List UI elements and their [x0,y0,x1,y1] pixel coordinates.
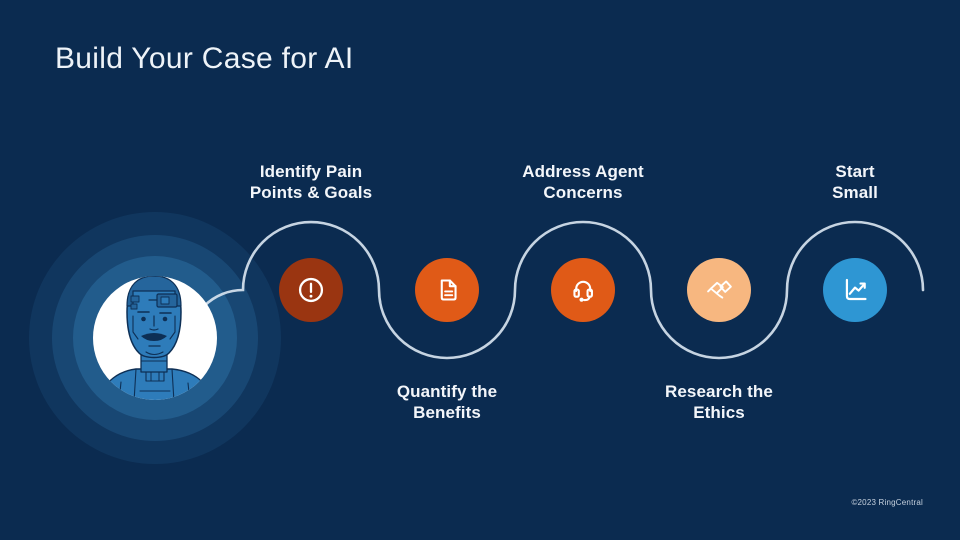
step-node-address-agent-concerns [551,258,615,322]
step-label-quantify-benefits: Quantify the Benefits [396,382,498,423]
headset-icon [564,271,602,309]
wave-line [186,220,925,360]
step-label-address-agent-concerns: Address Agent Concerns [522,162,644,203]
step-label-identify-pain-points: Identify Pain Points & Goals [249,162,373,203]
step-node-start-small [823,258,887,322]
step-node-quantify-benefits [415,258,479,322]
page-title: Build Your Case for AI [55,42,354,75]
handshake-icon [700,271,738,309]
step-node-identify-pain-points [279,258,343,322]
alert-icon [292,271,330,309]
copyright-text: ©2023 RingCentral [851,498,923,507]
line-chart-icon [836,271,874,309]
document-icon [428,271,466,309]
step-label-start-small: Start Small [832,162,878,203]
step-label-research-ethics: Research the Ethics [665,382,773,423]
step-node-research-ethics [687,258,751,322]
